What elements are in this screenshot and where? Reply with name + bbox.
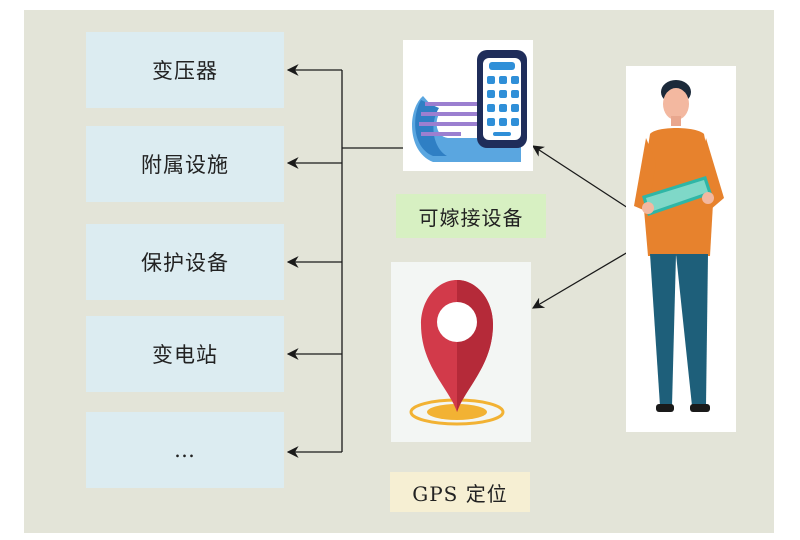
gps-label: GPS 定位 (412, 481, 508, 506)
gps-label-tag: GPS 定位 (390, 472, 530, 512)
wearable-device-icon (412, 50, 527, 162)
category-box-transformer: 变压器 (86, 32, 284, 108)
category-label: 变电站 (152, 343, 218, 367)
category-box-substation: 变电站 (86, 316, 284, 392)
category-label: 变压器 (152, 59, 218, 83)
diagram-canvas: 变压器 附属设施 保护设备 变电站 … (24, 10, 774, 533)
person-panel (626, 66, 736, 432)
device-label: 可嫁接设备 (418, 205, 524, 230)
category-box-auxiliary-facilities: 附属设施 (86, 126, 284, 202)
arrow-person-to-device (532, 145, 629, 209)
gps-panel (391, 262, 531, 442)
category-box-more: … (86, 412, 284, 488)
location-pin-icon (409, 280, 505, 426)
category-label: … (174, 438, 196, 462)
arrow-person-to-gps (531, 251, 629, 309)
category-label: 保护设备 (141, 251, 229, 275)
connector-lines (286, 64, 629, 458)
device-panel (403, 40, 533, 171)
device-label-tag: 可嫁接设备 (396, 194, 546, 238)
person-with-tablet-icon (634, 80, 724, 412)
category-box-protection-equipment: 保护设备 (86, 224, 284, 300)
category-label: 附属设施 (141, 153, 229, 177)
